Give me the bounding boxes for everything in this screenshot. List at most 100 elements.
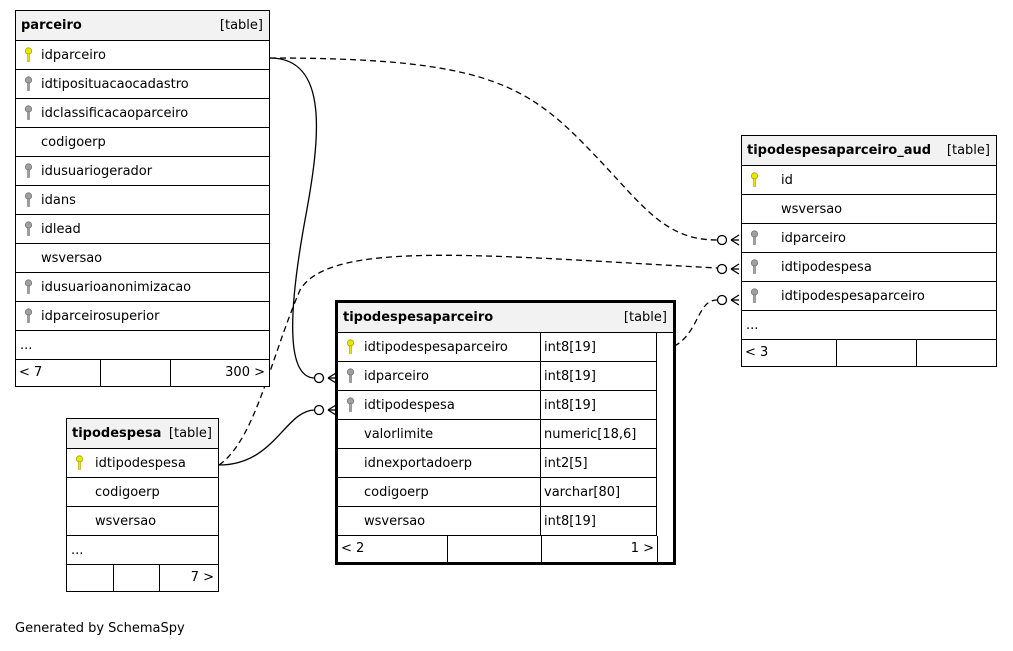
foreign-key-icon (24, 76, 33, 96)
column-row[interactable]: id (742, 166, 996, 195)
children-link[interactable]: 300 > (170, 360, 269, 386)
column-name: idtipodespesa (364, 398, 455, 413)
primary-key-icon (75, 455, 84, 475)
parents-link[interactable]: < 2 (338, 536, 447, 562)
column-row[interactable]: wsversao (16, 244, 269, 273)
more-label: ... (746, 318, 759, 333)
column-row[interactable]: idparceiro (16, 41, 269, 70)
foreign-key-icon (346, 397, 355, 417)
children-count: 1 > (630, 541, 654, 556)
column-row[interactable]: wsversao (742, 195, 996, 224)
link-crowfoot (730, 294, 740, 306)
foreign-key-icon (750, 259, 759, 279)
foreign-key-icon (750, 288, 759, 308)
column-row[interactable]: codigoerp (67, 478, 218, 507)
column-row[interactable]: idparceirosuperior (16, 302, 269, 331)
primary-key-icon (346, 339, 355, 359)
column-name: idtipodespesaparceiro (781, 289, 925, 304)
column-name: idtipodespesaparceiro (364, 340, 508, 355)
foreign-key-icon (24, 105, 33, 125)
primary-key-icon (750, 172, 759, 192)
column-row[interactable]: idusuariogerador (16, 157, 269, 186)
table-kind: [table] (946, 143, 990, 158)
column-row[interactable]: idtipodespesaparceiro (742, 282, 996, 311)
children-link (916, 340, 996, 366)
column-type: int8[19] (540, 507, 657, 535)
column-name: idans (41, 193, 76, 208)
table-footer: < 2 1 > (338, 536, 658, 562)
table-header[interactable]: tipodespesaparceiro_aud [table] (742, 136, 996, 166)
column-row[interactable]: codigoerp (16, 128, 269, 157)
column-row[interactable]: idtiposituacaocadastro (16, 70, 269, 99)
column-row[interactable]: codigoerp varchar[80] (338, 478, 657, 507)
column-row[interactable]: idtipodespesa (67, 449, 218, 478)
column-row[interactable]: wsversao int8[19] (338, 507, 657, 536)
column-name: idparceiro (781, 231, 846, 246)
column-name: idtipodespesa (95, 456, 186, 471)
parents-count: < 2 (341, 541, 365, 556)
column-row[interactable]: idtipodespesa (742, 253, 996, 282)
column-type: int2[5] (540, 449, 657, 477)
footer-spacer (447, 536, 541, 562)
table-tipodespesaparceiro-aud[interactable]: tipodespesaparceiro_aud [table] id wsvers… (741, 135, 997, 367)
table-header[interactable]: tipodespesaparceiro [table] (338, 303, 673, 333)
column-row[interactable]: idparceiro (742, 224, 996, 253)
column-row[interactable]: idusuarioanonimizacao (16, 273, 269, 302)
more-columns: ... (742, 311, 996, 340)
table-name: tipodespesa (72, 426, 162, 441)
table-kind: [table] (623, 310, 667, 325)
children-count: 7 > (190, 570, 214, 585)
column-row[interactable]: idnexportadoerp int2[5] (338, 449, 657, 478)
link-crowfoot (730, 234, 740, 246)
column-row[interactable]: idclassificacaoparceiro (16, 99, 269, 128)
column-name: id (781, 173, 793, 188)
link-end-circle (313, 372, 325, 384)
link-crowfoot (730, 263, 740, 275)
column-name: idparceiro (364, 369, 429, 384)
children-link[interactable]: 7 > (159, 565, 218, 591)
column-type: varchar[80] (540, 478, 657, 506)
column-name: codigoerp (364, 485, 429, 500)
table-tipodespesaparceiro[interactable]: tipodespesaparceiro [table] idtipodespes… (335, 300, 676, 565)
column-name: wsversao (364, 514, 426, 529)
column-list: idtipodespesa codigoerp wsversao (67, 449, 218, 536)
more-columns: ... (67, 536, 218, 565)
link-end-circle (313, 404, 325, 416)
table-footer: 7 > (67, 565, 218, 591)
foreign-key-icon (346, 368, 355, 388)
table-tipodespesa[interactable]: tipodespesa [table] idtipodespesa codigoe… (66, 418, 219, 592)
foreign-key-icon (24, 279, 33, 299)
table-header[interactable]: parceiro [table] (16, 11, 269, 41)
column-row[interactable]: idans (16, 186, 269, 215)
column-row[interactable]: wsversao (67, 507, 218, 536)
table-header[interactable]: tipodespesa [table] (67, 419, 218, 449)
parents-link[interactable]: < 3 (742, 340, 836, 366)
table-kind: [table] (168, 426, 212, 441)
parents-link[interactable]: < 7 (16, 360, 100, 386)
link-end-circle (716, 294, 728, 306)
column-row[interactable]: idparceiro int8[19] (338, 362, 657, 391)
link-parceiro-aud (269, 57, 718, 241)
foreign-key-icon (24, 163, 33, 183)
table-name: parceiro (21, 18, 82, 33)
column-name: idnexportadoerp (364, 456, 472, 471)
children-link[interactable]: 1 > (541, 536, 658, 562)
footer-spacer (113, 565, 159, 591)
column-type: int8[19] (540, 362, 657, 390)
parents-link (67, 565, 113, 591)
column-name: idclassificacaoparceiro (41, 106, 189, 121)
link-end-circle (716, 234, 728, 246)
column-name: wsversao (95, 514, 157, 529)
column-name: idtipodespesa (781, 260, 872, 275)
table-footer: < 3 (742, 340, 996, 366)
footer-spacer (836, 340, 916, 366)
column-row[interactable]: idlead (16, 215, 269, 244)
column-name: idusuariogerador (41, 164, 153, 179)
